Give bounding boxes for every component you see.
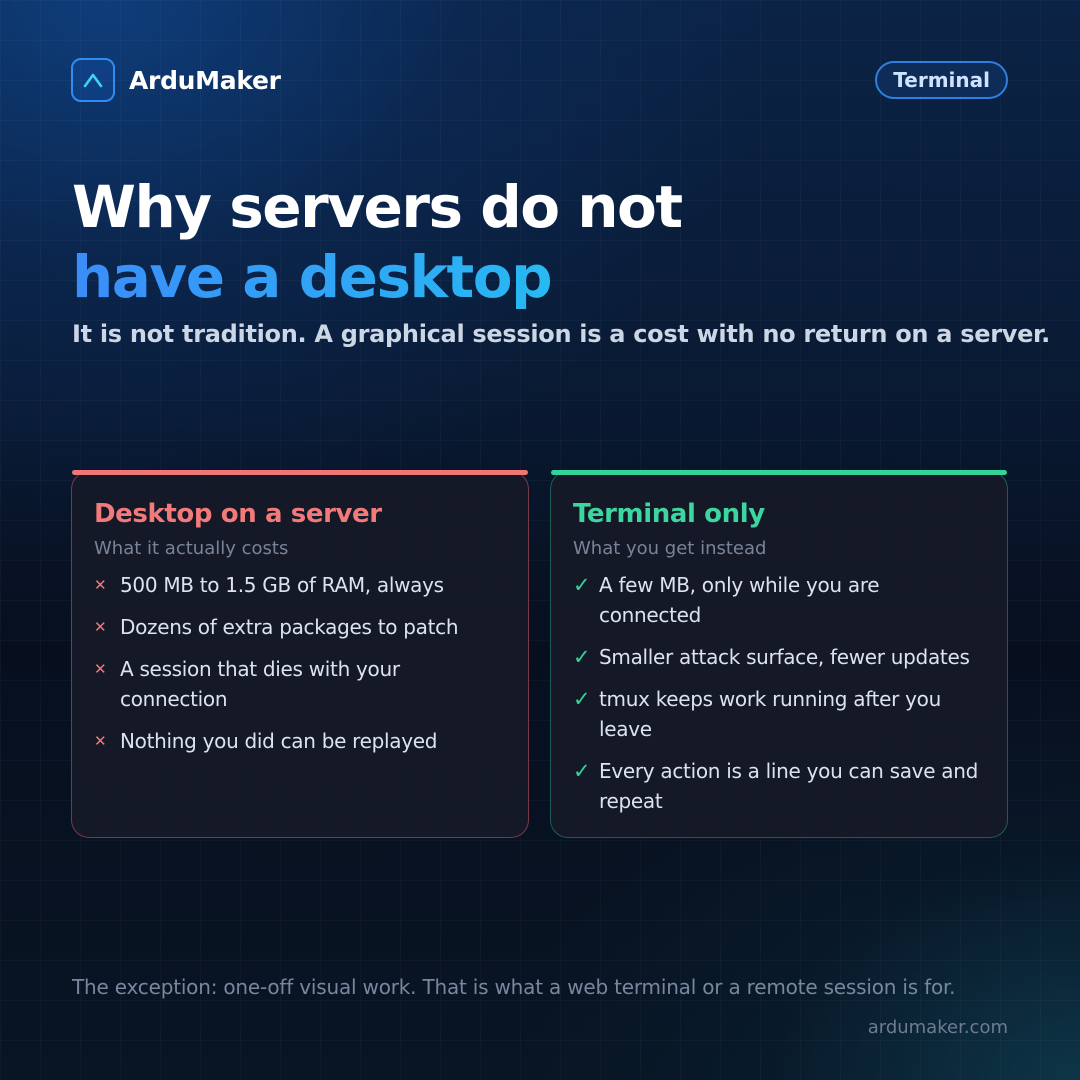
list-item: ✕ A session that dies with your connectio… [94, 654, 506, 714]
cross-icon: ✕ [94, 618, 107, 636]
headline: Why servers do not have a desktop [72, 172, 683, 312]
list-item-text: Every action is a line you can save and … [599, 759, 979, 813]
list-item: ✕ 500 MB to 1.5 GB of RAM, always [94, 570, 506, 600]
subtitle: It is not tradition. A graphical session… [72, 320, 1050, 348]
list-item-text: A few MB, only while you are connected [599, 573, 880, 627]
check-icon: ✓ [573, 759, 591, 783]
list-item: ✓ Every action is a line you can save and… [573, 756, 985, 816]
caret-up-icon [71, 58, 115, 102]
list-item: ✓ tmux keeps work running after you leave [573, 684, 985, 744]
brand-name: ArduMaker [129, 65, 281, 95]
list-item: ✕ Nothing you did can be replayed [94, 726, 506, 756]
check-icon: ✓ [573, 687, 591, 711]
cross-icon: ✕ [94, 732, 107, 750]
desktop-card: Desktop on a server What it actually cos… [71, 470, 529, 838]
cross-icon: ✕ [94, 576, 107, 594]
list-item-text: Smaller attack surface, fewer updates [599, 645, 970, 669]
cost-list: ✕ 500 MB to 1.5 GB of RAM, always ✕ Dozens… [94, 570, 506, 756]
list-item: ✓ A few MB, only while you are connected [573, 570, 985, 630]
site-url: ardumaker.com [867, 1017, 1008, 1038]
headline-line-2: have a desktop [72, 242, 682, 312]
card-title: Terminal only [573, 499, 765, 529]
card-accent-bar [551, 470, 1007, 475]
topic-tag: Terminal [875, 61, 1008, 99]
card-title: Desktop on a server [94, 499, 382, 529]
card-subtitle: What it actually costs [94, 538, 289, 559]
list-item-text: Nothing you did can be replayed [120, 729, 438, 753]
card-subtitle: What you get instead [573, 538, 767, 559]
footnote: The exception: one-off visual work. That… [72, 975, 956, 999]
list-item-text: Dozens of extra packages to patch [120, 615, 459, 639]
check-icon: ✓ [573, 645, 591, 669]
card-accent-bar [72, 470, 528, 475]
check-icon: ✓ [573, 573, 591, 597]
benefit-list: ✓A few MB, only while you are connected … [573, 570, 985, 816]
list-item-text: tmux keeps work running after you leave [599, 687, 941, 741]
brand: ArduMaker [71, 56, 281, 104]
list-item: ✓ Smaller attack surface, fewer updates [573, 642, 985, 672]
headline-line-1: Why servers do not [72, 173, 683, 241]
list-item: ✕ Dozens of extra packages to patch [94, 612, 506, 642]
list-item-text: 500 MB to 1.5 GB of RAM, always [120, 573, 444, 597]
cross-icon: ✕ [94, 660, 107, 678]
terminal-card: Terminal only What you get instead ✓ A fe… [550, 470, 1008, 838]
list-item-text: A session that dies with your connection [120, 657, 400, 711]
